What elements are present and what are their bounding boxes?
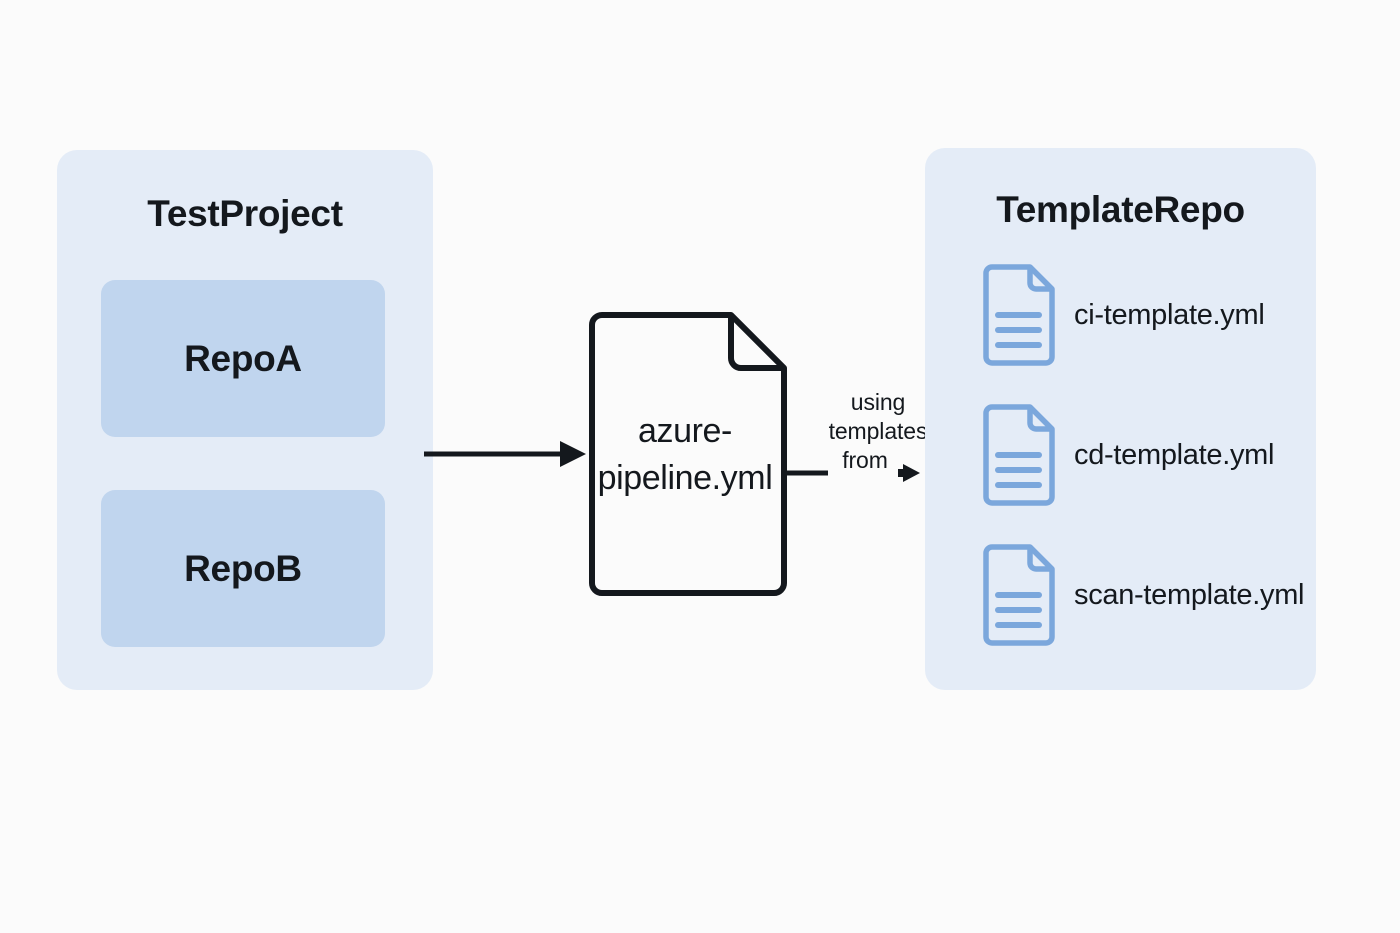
template-repo-panel-title: TemplateRepo (996, 189, 1245, 230)
connector-label-line-3: from (842, 447, 888, 473)
pipeline-file-card[interactable]: azure-pipeline.yml (583, 310, 789, 598)
connector-label-line-2: templates (828, 418, 928, 444)
document-folded-corner-icon (589, 312, 787, 596)
repo-box-repob[interactable]: RepoB (101, 490, 385, 647)
connector-pipeline-to-templates (780, 450, 930, 496)
arrow-right-icon (424, 441, 586, 467)
repo-label-repoa: RepoA (184, 337, 302, 379)
yml-file-icon (983, 404, 1055, 506)
template-file-row[interactable]: ci-template.yml (982, 263, 1265, 367)
pipeline-file-name: azure-pipeline.yml (597, 412, 773, 497)
yml-file-icon (983, 264, 1055, 366)
template-file-row[interactable]: scan-template.yml (982, 543, 1305, 647)
yml-file-icon (983, 544, 1055, 646)
repo-box-repoa[interactable]: RepoA (101, 280, 385, 437)
template-file-name: cd-template.yml (1074, 438, 1275, 471)
template-file-name: ci-template.yml (1074, 298, 1265, 331)
arrow-project-to-pipeline (420, 436, 590, 472)
arrow-right-icon (782, 464, 920, 482)
template-file-name: scan-template.yml (1074, 578, 1305, 611)
project-panel-title: TestProject (147, 193, 343, 234)
repo-label-repob: RepoB (184, 547, 302, 589)
project-panel: TestProject RepoA RepoB (57, 150, 433, 690)
connector-label-using-templates-from: using templates from (812, 388, 944, 475)
template-repo-panel: TemplateRepo ci-template.yml cd-template… (925, 148, 1316, 690)
template-file-row[interactable]: cd-template.yml (982, 403, 1274, 507)
connector-label-line-1: using (850, 389, 906, 415)
